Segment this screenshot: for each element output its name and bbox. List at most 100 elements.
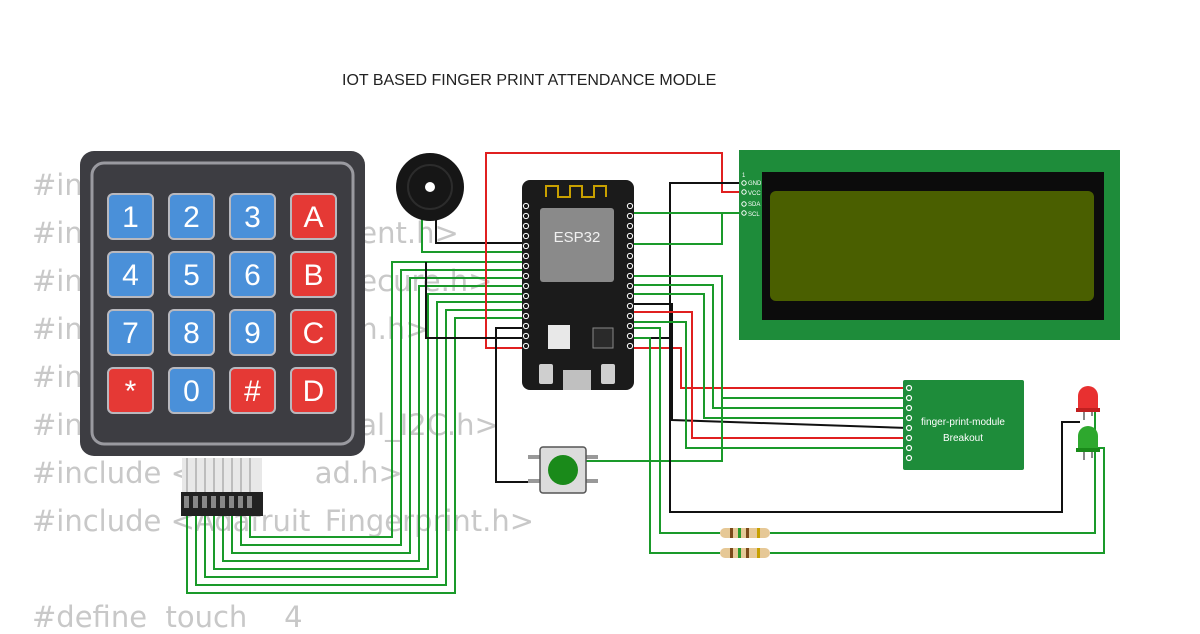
keypad-key-9[interactable]: 9	[229, 309, 276, 356]
keypad-key-1[interactable]: 1	[107, 193, 154, 240]
keypad-key-label: 2	[183, 201, 200, 234]
keypad-key-label: #	[244, 375, 261, 408]
esp32-pin	[522, 342, 530, 350]
power-wire	[485, 152, 744, 349]
button-wire	[586, 276, 723, 462]
esp32-pin	[522, 252, 530, 260]
lcd-display: 1 GND VCC SDA SCL	[739, 150, 1120, 340]
keypad-key-label: 0	[183, 375, 200, 408]
keypad-key-label: 8	[183, 317, 200, 350]
keypad-key-5[interactable]: 5	[168, 251, 215, 298]
esp32-label: ESP32	[554, 229, 601, 246]
keypad-key-d[interactable]: D	[290, 367, 337, 414]
green-led	[1076, 426, 1100, 460]
esp32-chip	[592, 327, 614, 349]
esp32-antenna	[545, 185, 607, 198]
keypad-key-b[interactable]: B	[290, 251, 337, 298]
keypad-wires	[186, 261, 525, 594]
connector-pins	[184, 496, 252, 508]
keypad-key-label: C	[303, 317, 325, 350]
lcd-pin-label: SCL	[748, 212, 760, 218]
esp32-module	[540, 208, 614, 282]
diagram-title: IOT BASED FINGER PRINT ATTENDANCE MODLE	[342, 72, 717, 89]
keypad-key-7[interactable]: 7	[107, 309, 154, 356]
keypad-key-star[interactable]: *	[107, 367, 154, 414]
keypad-key-4[interactable]: 4	[107, 251, 154, 298]
scl-wire	[634, 212, 744, 245]
code-line: #in al_I2C.h>	[32, 408, 499, 442]
esp32-pin	[522, 202, 530, 210]
fingerprint-label: finger-print-module	[921, 417, 1005, 428]
lcd-pin-label: GND	[748, 181, 762, 187]
esp32-board: ESP32	[522, 180, 634, 390]
fingerprint-wire	[634, 321, 908, 449]
keypad-key-label: 1	[122, 201, 139, 234]
led-ground-wire	[669, 338, 1080, 513]
keypad-key-2[interactable]: 2	[168, 193, 215, 240]
fingerprint-wire	[634, 284, 908, 409]
ground-wire	[634, 182, 744, 339]
esp32-pin	[522, 232, 530, 240]
keypad-key-0[interactable]: 0	[168, 367, 215, 414]
fingerprint-wire	[634, 303, 909, 429]
esp32-boot-button	[539, 364, 553, 384]
fingerprint-pins	[905, 384, 913, 462]
keypad-key-hash[interactable]: #	[229, 367, 276, 414]
lcd-pin-label: 1	[742, 173, 746, 179]
esp32-pin	[626, 222, 634, 230]
lcd-pin-label: VCC	[748, 191, 761, 197]
keypad-key-label: A	[303, 201, 323, 234]
keypad-key-a[interactable]: A	[290, 193, 337, 240]
esp32-pin	[626, 282, 634, 290]
keypad-key-label: 7	[122, 317, 139, 350]
resistor	[720, 528, 770, 538]
esp32-pin	[626, 202, 634, 210]
keypad-key-8[interactable]: 8	[168, 309, 215, 356]
esp32-pin	[522, 302, 530, 310]
esp32-pin	[626, 292, 634, 300]
esp32-pin	[626, 212, 634, 220]
esp32-pin	[626, 312, 634, 320]
push-button[interactable]	[528, 446, 598, 494]
esp32-pins	[522, 202, 634, 350]
fingerprint-wire	[634, 347, 908, 389]
esp32-pin	[626, 272, 634, 280]
fingerprint-board	[903, 380, 1024, 470]
push-button-cap[interactable]	[548, 455, 578, 485]
lcd-pin-label: SDA	[748, 202, 760, 208]
esp32-usb-port	[563, 370, 591, 390]
keypad-key-6[interactable]: 6	[229, 251, 276, 298]
code-line: #in ent.h>	[32, 216, 459, 250]
keypad-key-label: 9	[244, 317, 261, 350]
esp32-pin	[626, 242, 634, 250]
esp32-pin	[626, 302, 634, 310]
lcd-pins	[741, 180, 747, 216]
esp32-pin	[626, 252, 634, 260]
button-wire	[495, 327, 540, 483]
esp32-pin	[522, 322, 530, 330]
code-line: #in	[32, 168, 83, 202]
esp32-pin	[522, 332, 530, 340]
keypad-key-label: B	[303, 259, 323, 292]
esp32-pin	[626, 342, 634, 350]
esp32-pin	[522, 272, 530, 280]
keypad-key-label: *	[125, 375, 137, 408]
keypad-key-3[interactable]: 3	[229, 193, 276, 240]
keypad-key-c[interactable]: C	[290, 309, 337, 356]
buzzer-hole	[425, 182, 435, 192]
esp32-pin	[522, 262, 530, 270]
esp32-en-button	[601, 364, 615, 384]
led-wire	[634, 337, 720, 554]
code-line: #define touch 4	[32, 600, 303, 634]
buzzer	[396, 153, 464, 221]
ground-wire	[425, 262, 525, 339]
esp32-pin	[522, 242, 530, 250]
keypad-key-label: 5	[183, 259, 200, 292]
keypad-key-label: D	[303, 375, 325, 408]
esp32-pin	[626, 232, 634, 240]
esp32-pin	[626, 322, 634, 330]
keypad-key-label: 3	[244, 201, 261, 234]
